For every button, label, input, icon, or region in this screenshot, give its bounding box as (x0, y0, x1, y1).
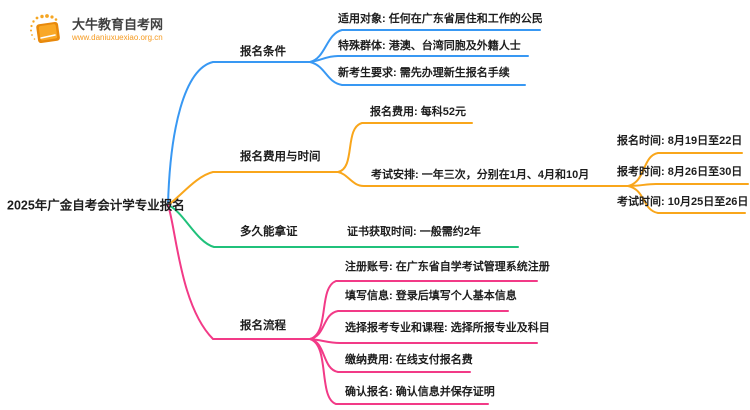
node-application-time[interactable]: 报考时间: 8月26日至30日 (617, 166, 743, 179)
branch-certificate-label[interactable]: 多久能拿证 (240, 226, 298, 239)
node-applicable-people[interactable]: 适用对象: 任何在广东省居住和工作的公民 (338, 13, 543, 26)
node-fill-info[interactable]: 填写信息: 登录后填写个人基本信息 (345, 290, 517, 303)
root-node[interactable]: 2025年广金自考会计学专业报名 (7, 198, 185, 213)
node-pay-fee[interactable]: 缴纳费用: 在线支付报名费 (345, 354, 473, 367)
node-choose-major[interactable]: 选择报考专业和课程: 选择所报专业及科目 (345, 322, 550, 335)
branch-conditions-lines (167, 29, 541, 206)
branch-fee-time-lines (167, 122, 749, 214)
branch-conditions-label[interactable]: 报名条件 (240, 46, 286, 59)
node-certificate-time[interactable]: 证书获取时间: 一般需约2年 (347, 226, 481, 239)
node-register-account[interactable]: 注册账号: 在广东省自学考试管理系统注册 (345, 261, 550, 274)
node-registration-time[interactable]: 报名时间: 8月19日至22日 (617, 135, 743, 148)
branch-certificate-lines (167, 204, 519, 248)
branch-process-lines (167, 204, 538, 405)
branch-process-label[interactable]: 报名流程 (240, 320, 286, 333)
node-special-groups[interactable]: 特殊群体: 港澳、台湾同胞及外籍人士 (338, 40, 521, 53)
branch-fee-time-label[interactable]: 报名费用与时间 (240, 151, 321, 164)
site-logo: 大牛教育自考网 www.daniuxuexiao.org.cn (28, 12, 163, 48)
logo-url: www.daniuxuexiao.org.cn (72, 32, 163, 42)
book-icon (30, 14, 60, 44)
node-new-student-requirement[interactable]: 新考生要求: 需先办理新生报名手续 (338, 67, 510, 80)
node-exam-time[interactable]: 考试时间: 10月25日至26日 (617, 196, 749, 209)
node-confirm-registration[interactable]: 确认报名: 确认信息并保存证明 (345, 386, 495, 399)
logo-title: 大牛教育自考网 (72, 16, 164, 32)
node-registration-fee[interactable]: 报名费用: 每科52元 (370, 106, 466, 119)
node-exam-schedule[interactable]: 考试安排: 一年三次，分别在1月、4月和10月 (371, 169, 590, 182)
